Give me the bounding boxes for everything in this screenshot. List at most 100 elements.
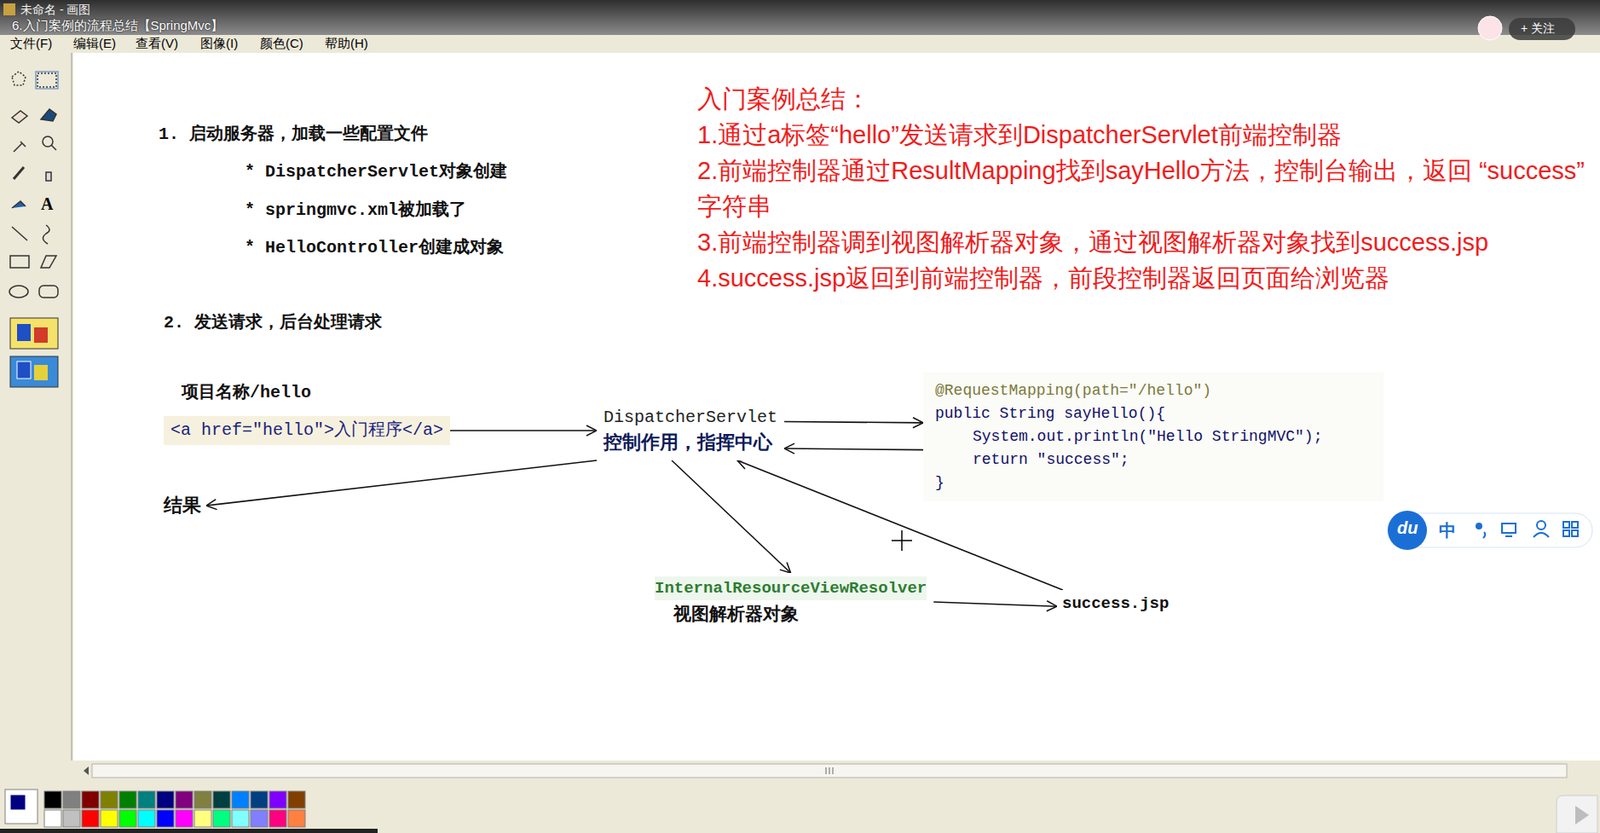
step-note: 2. 发送请求，后台处理请求 (163, 310, 382, 334)
avatar (1478, 16, 1502, 41)
summary-column: 入门案例总结：1.通过a标签“hello”发送请求到DispatcherServ… (697, 80, 1593, 296)
palette-swatch (63, 791, 81, 809)
scrollbar (73, 760, 1600, 781)
node-text: 结果 (163, 492, 202, 519)
palette-swatch (119, 809, 137, 827)
palette-swatch (213, 809, 231, 827)
summary-title: 入门案例总结： (697, 80, 1593, 117)
palette-swatch (138, 809, 156, 827)
summary-line: 1.通过a标签“hello”发送请求到DispatcherServlet前端控制… (697, 116, 1593, 153)
scroll-arrow (83, 766, 89, 775)
menu-item: 编辑(E) (73, 35, 116, 52)
node-text: } (935, 471, 1372, 495)
node-text: System.out.println("Hello StringMVC"); (935, 425, 1372, 449)
tool-panel (0, 52, 72, 761)
palette-swatch (63, 809, 81, 827)
project-label: 项目名称/hello (181, 380, 312, 404)
view-resolver-node: InternalResourceViewResolver视图解析器对象 (647, 572, 934, 631)
flow-arrow (784, 421, 924, 423)
controller-node: DispatcherServlet控制作用，指挥中心 (596, 400, 785, 461)
node-text: InternalResourceViewResolver (654, 576, 927, 601)
follow-button (1508, 17, 1576, 41)
palette-swatch (250, 809, 268, 827)
palette-swatch (175, 791, 193, 809)
window-title: 未命名 - 画图 (20, 2, 91, 18)
ime-logo (1387, 510, 1427, 550)
summary-line: 3.前端控制器调到视图解析器对象，通过视图解析器对象找到success.jsp (697, 224, 1593, 260)
palette-swatch (100, 809, 118, 827)
fill-style-icon (34, 364, 48, 381)
menu-bar (0, 34, 1600, 53)
palette-swatch (213, 791, 231, 809)
palette-swatch (156, 809, 174, 827)
scroll-grip (825, 767, 833, 775)
menu-item: 图像(I) (200, 35, 238, 52)
step-note: * springmvc.xml被加载了 (244, 197, 467, 221)
palette-swatch (250, 791, 268, 809)
node-text: return "success"; (935, 448, 1372, 472)
title-bar (0, 0, 1600, 35)
ime-mode: 中 (1438, 519, 1456, 543)
panel-edge (71, 52, 73, 761)
palette-swatch (288, 809, 306, 827)
palette-swatch (231, 791, 249, 809)
app-icon (3, 3, 16, 16)
node-text: 控制作用，指挥中心 (603, 429, 778, 456)
cursor-crosshair (891, 530, 913, 551)
fill-style-icon (34, 327, 48, 343)
svg-text:A: A (40, 194, 54, 214)
node-text: public String sayHello(){ (935, 402, 1372, 426)
step-note: * DispatcherServlet对象创建 (244, 159, 508, 183)
menu-item: 帮助(H) (324, 35, 369, 52)
fill-style-icon (10, 356, 58, 388)
palette-swatch (138, 791, 156, 809)
video-title: 6.入门案例的流程总结【SpringMvc】 (11, 17, 224, 35)
palette-swatch (81, 791, 99, 809)
current-colors (10, 794, 26, 810)
jsp-node: success.jsp (1057, 589, 1174, 618)
menu-item: 颜色(C) (259, 35, 304, 52)
step-note: * HelloController创建成对象 (244, 235, 504, 259)
node-text: success.jsp (1062, 592, 1169, 615)
tool-icons: A (9, 71, 58, 298)
menu-item: 查看(V) (135, 35, 179, 52)
fill-style-icon (10, 317, 58, 349)
fill-style-icon (17, 361, 31, 379)
flow-arrow (671, 460, 792, 573)
palette-swatch (44, 791, 62, 809)
palette-swatch (194, 809, 212, 827)
canvas (73, 52, 1600, 761)
link-code: <a href="hello">入门程序</a> (163, 415, 451, 445)
node-text: @RequestMapping(path="/hello") (935, 379, 1372, 403)
fill-style-icon (17, 323, 31, 341)
step-note: 1. 启动服务器，加载一些配置文件 (158, 121, 428, 145)
palette-swatch (44, 809, 62, 827)
palette-swatch (100, 791, 118, 809)
palette-swatch (119, 791, 137, 809)
progress-bar (0, 828, 378, 833)
palette-swatch (269, 809, 287, 827)
palette-swatch (231, 809, 249, 827)
follow-label: + 关注 (1520, 21, 1555, 37)
play-icon (1575, 805, 1589, 825)
flow-arrow (933, 601, 1058, 607)
node-text: DispatcherServlet (603, 405, 778, 430)
scrollbar-thumb (92, 763, 1567, 778)
flow-arrow (206, 460, 597, 506)
result-node: 结果 (158, 489, 207, 522)
play-button (1556, 795, 1598, 833)
summary-line: 4.success.jsp返回到前端控制器，前段控制器返回页面给浏览器 (697, 259, 1593, 296)
summary-line: 2.前端控制器通过ResultMapping找到sayHello方法，控制台输出… (697, 152, 1593, 225)
flow-arrow (450, 429, 597, 432)
flow-arrow (784, 448, 924, 451)
code-block: @RequestMapping(path="/hello")public Str… (923, 372, 1384, 502)
node-text: 视图解析器对象 (654, 600, 927, 628)
palette-swatch (81, 809, 99, 827)
palette-swatch (194, 791, 212, 809)
current-colors (5, 789, 38, 824)
ime-icons (1476, 520, 1578, 538)
color-palette (44, 791, 306, 827)
palette-bar (0, 780, 1600, 833)
palette-swatch (269, 791, 287, 809)
